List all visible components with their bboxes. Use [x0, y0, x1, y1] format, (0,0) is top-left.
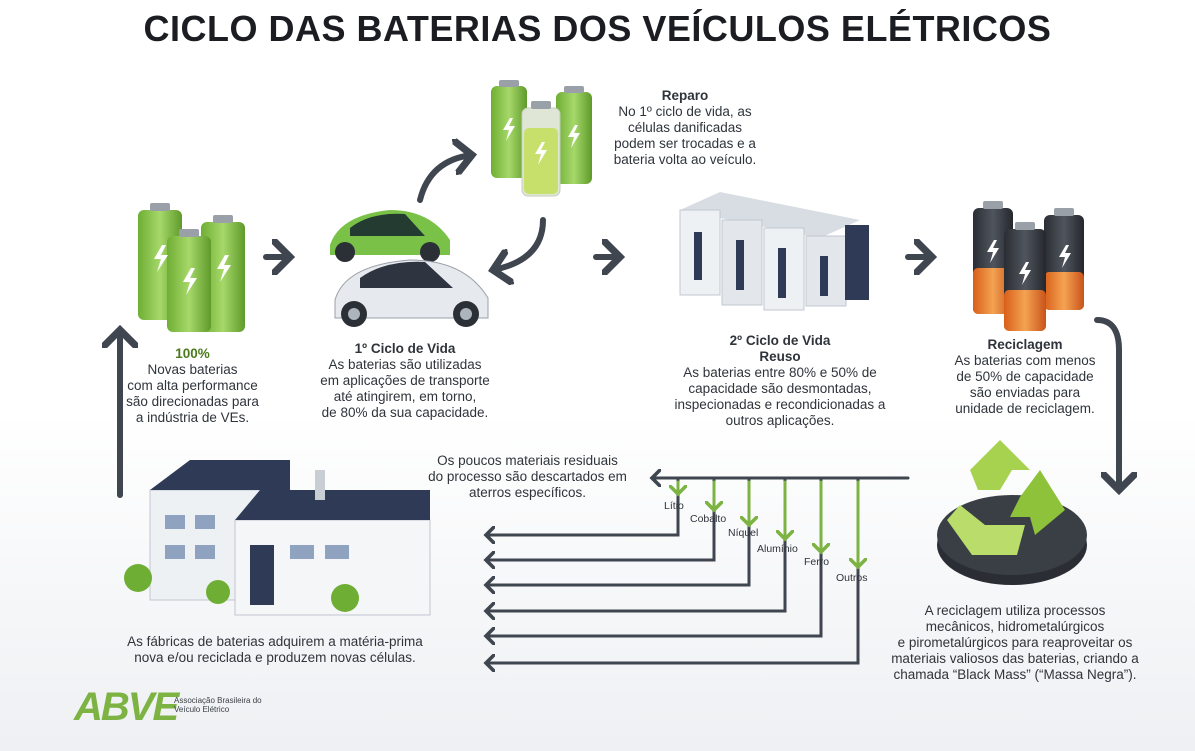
- abve-logo-subtitle: Associação Brasileira do Veículo Elétric…: [174, 696, 262, 714]
- material-branch-arrows: [678, 480, 858, 567]
- material-label-cobalto: Cobalto: [690, 513, 727, 525]
- arrow-to-repair: [417, 155, 472, 203]
- recycling-process-text: A reciclagem utiliza processos mecânicos…: [891, 603, 1139, 682]
- repair-batteries-icon: [491, 80, 592, 197]
- material-label-aluminio: Alumínio: [757, 543, 798, 555]
- material-flow-lines: [486, 478, 910, 663]
- page-title: CICLO DAS BATERIAS DOS VEÍCULOS ELÉTRICO…: [143, 8, 1052, 49]
- residual-materials-text: Os poucos materiais residuais do process…: [428, 453, 627, 500]
- arrow-to-recycling-plant: [1094, 317, 1119, 490]
- electric-cars-icon: [330, 210, 489, 327]
- arrow-repair-to-car: [493, 217, 546, 270]
- material-label-niquel: Níquel: [728, 527, 759, 539]
- battery-factory-icon: [124, 460, 431, 616]
- material-label-outros: Outros: [836, 572, 868, 584]
- recycling-text: Reciclagem As baterias com menos de 50% …: [954, 337, 1096, 416]
- recycling-symbol-icon: [937, 440, 1087, 585]
- second-life-text: 2º Ciclo de Vida Reuso As baterias entre…: [674, 333, 886, 428]
- repair-text: Reparo No 1º ciclo de vida, as células d…: [613, 88, 757, 167]
- used-batteries-icon: [973, 201, 1084, 331]
- new-batteries-icon: [138, 203, 245, 332]
- material-label-litio: Lítio: [664, 500, 684, 512]
- abve-logo-word: ABVE: [74, 685, 179, 729]
- material-label-ferro: Ferro: [804, 556, 830, 568]
- new-batteries-text: 100% Novas baterias com alta performance…: [126, 346, 259, 425]
- second-life-storage-icon: [679, 192, 869, 311]
- factory-text: As fábricas de baterias adquirem a matér…: [127, 634, 423, 665]
- first-life-text: 1º Ciclo de Vida As baterias são utiliza…: [320, 341, 490, 420]
